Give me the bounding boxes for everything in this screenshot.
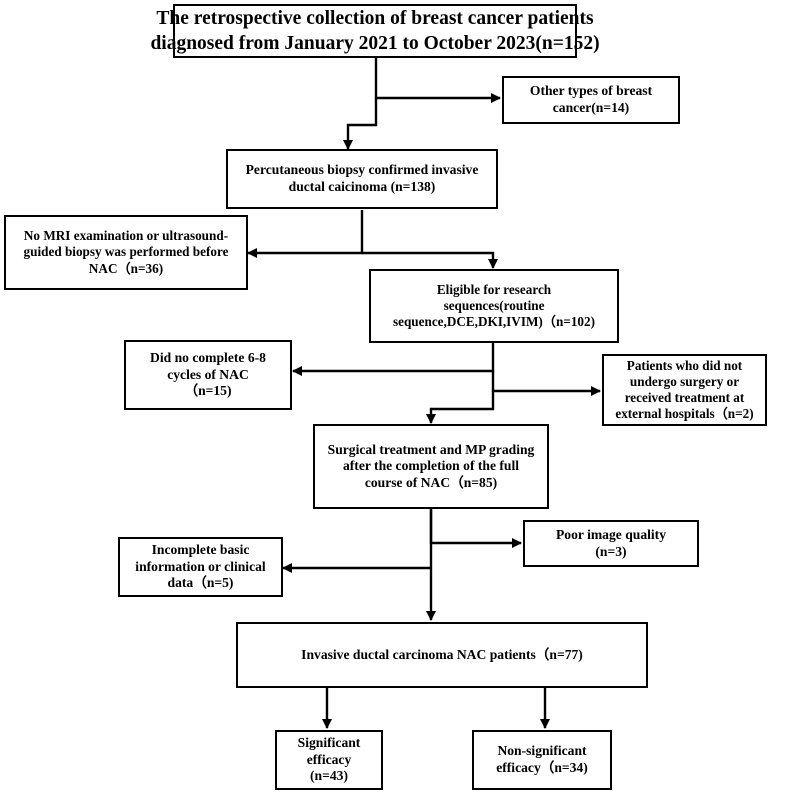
no-surgery-box: Patients who did not undergo surgery or … <box>602 354 767 426</box>
arrow-to-other-types <box>374 57 501 103</box>
did-not-complete-box: Did no complete 6-8 cycles of NAC （n=15) <box>124 340 292 410</box>
biopsy-box: Percutaneous biopsy confirmed invasive d… <box>226 149 498 209</box>
significant-efficacy-box: Significant efficacy (n=43) <box>275 730 383 790</box>
incomplete-data-box: Incomplete basic information or clinical… <box>118 537 283 597</box>
other-types-box: Other types of breast cancer(n=14) <box>502 76 680 124</box>
arrow-to-surgical <box>426 391 495 424</box>
eligible-box: Eligible for research sequences(routine … <box>369 269 619 343</box>
surgical-treatment-box: Surgical treatment and MP grading after … <box>313 424 549 509</box>
arrow-to-poor-image <box>429 508 522 548</box>
non-significant-efficacy-box: Non-significant efficacy（n=34) <box>472 730 612 790</box>
initial-collection-box: The retrospective collection of breast c… <box>150 4 600 58</box>
arrow-to-no-surgery <box>491 371 601 396</box>
no-mri-box: No MRI examination or ultrasound- guided… <box>4 215 248 290</box>
poor-image-quality-box: Poor image quality (n=3) <box>523 520 699 567</box>
arrow-to-did-not-complete <box>292 342 495 376</box>
arrow-to-no-mri <box>247 210 364 258</box>
final-cohort-box: Invasive ductal carcinoma NAC patients（n… <box>236 622 648 688</box>
arrow-to-biopsy <box>343 98 378 150</box>
arrow-to-eligible <box>362 251 498 269</box>
